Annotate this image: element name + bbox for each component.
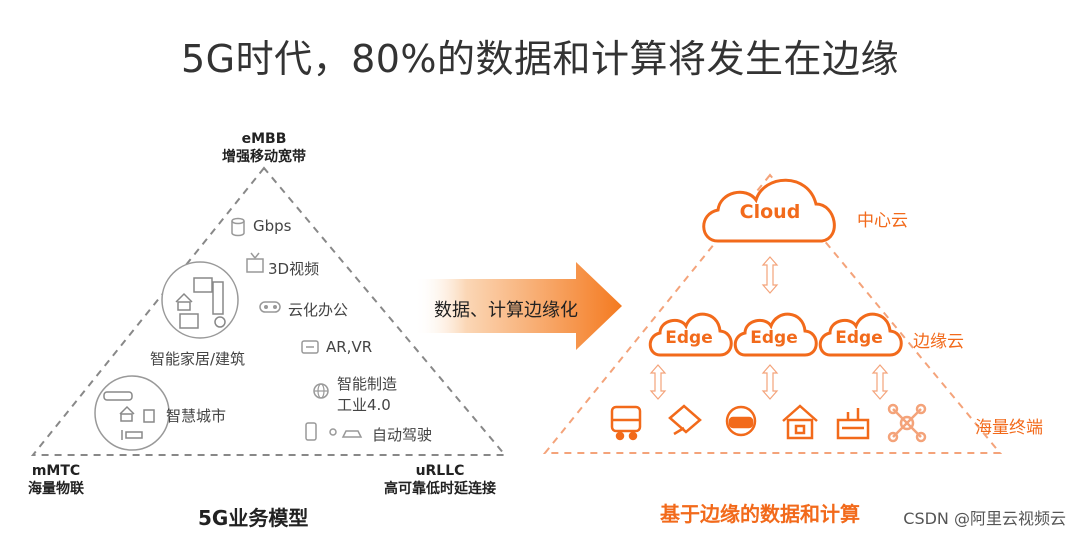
center-cloud-icon bbox=[702, 178, 836, 243]
vr-headset-icon bbox=[725, 405, 757, 437]
edge-cloud-icon bbox=[648, 312, 733, 357]
security-camera-icon bbox=[668, 404, 702, 436]
urllc-name: uRLLC bbox=[415, 463, 465, 479]
smart-city-label: 智慧城市 bbox=[166, 407, 227, 425]
edge-cloud-icon bbox=[733, 312, 818, 357]
car-icon bbox=[329, 428, 363, 438]
drone-icon bbox=[887, 403, 927, 443]
cloud-label: Cloud bbox=[739, 201, 801, 223]
double-arrow-icon bbox=[761, 364, 779, 400]
watermark: CSDN @阿里云视频云 bbox=[903, 509, 1066, 528]
smart-manufacturing-label: 智能制造 bbox=[337, 375, 398, 393]
mmtc-name: mMTC bbox=[31, 463, 81, 479]
smart-home-icon bbox=[161, 261, 239, 339]
embb-name: eMBB bbox=[241, 131, 287, 147]
urllc-label: uRLLC 高可靠低时延连接 bbox=[376, 462, 504, 498]
bus-icon bbox=[610, 405, 642, 441]
mmtc-description: 海量物联 bbox=[28, 481, 84, 497]
double-arrow-icon bbox=[649, 364, 667, 400]
edge-label-3: Edge bbox=[835, 328, 883, 348]
edge-computing-triangle bbox=[542, 173, 1003, 454]
embb-description: 增强移动宽带 bbox=[222, 149, 306, 165]
urllc-description: 高可靠低时延连接 bbox=[384, 481, 496, 497]
page-title: 5G时代，80%的数据和计算将发生在边缘 bbox=[180, 37, 900, 81]
house-icon bbox=[782, 404, 818, 440]
left-caption: 5G业务模型 bbox=[198, 506, 309, 530]
double-arrow-icon bbox=[761, 256, 779, 294]
double-arrow-icon bbox=[871, 364, 889, 400]
smart-city-icon bbox=[94, 375, 170, 451]
arrow-label: 数据、计算边缘化 bbox=[434, 300, 578, 321]
terminals-label: 海量终端 bbox=[975, 418, 1043, 438]
edge-shift-arrow bbox=[414, 262, 622, 350]
globe-icon bbox=[313, 383, 329, 399]
right-caption: 基于边缘的数据和计算 bbox=[660, 502, 860, 526]
vr-headset-icon bbox=[301, 340, 319, 354]
tv-icon bbox=[246, 252, 264, 273]
center-cloud-label: 中心云 bbox=[857, 211, 908, 231]
smart-home-label: 智能家居/建筑 bbox=[150, 350, 246, 368]
gbps-label: Gbps bbox=[253, 217, 292, 235]
database-icon bbox=[231, 217, 245, 237]
5g-model-triangle bbox=[30, 166, 508, 456]
gamepad-icon bbox=[259, 301, 281, 313]
edge-cloud-label: 边缘云 bbox=[913, 332, 964, 352]
3d-video-label: 3D视频 bbox=[268, 260, 320, 278]
ar-vr-label: AR,VR bbox=[326, 338, 373, 356]
phone-icon bbox=[305, 422, 317, 441]
factory-icon bbox=[836, 408, 870, 440]
edge-cloud-icon bbox=[818, 312, 903, 357]
embb-label: eMBB 增强移动宽带 bbox=[204, 130, 324, 166]
industry-4-label: 工业4.0 bbox=[337, 396, 391, 414]
edge-label-2: Edge bbox=[750, 328, 798, 348]
autonomous-driving-label: 自动驾驶 bbox=[372, 426, 433, 444]
mmtc-label: mMTC 海量物联 bbox=[20, 462, 92, 498]
cloud-office-label: 云化办公 bbox=[288, 301, 349, 319]
edge-label-1: Edge bbox=[665, 328, 713, 348]
